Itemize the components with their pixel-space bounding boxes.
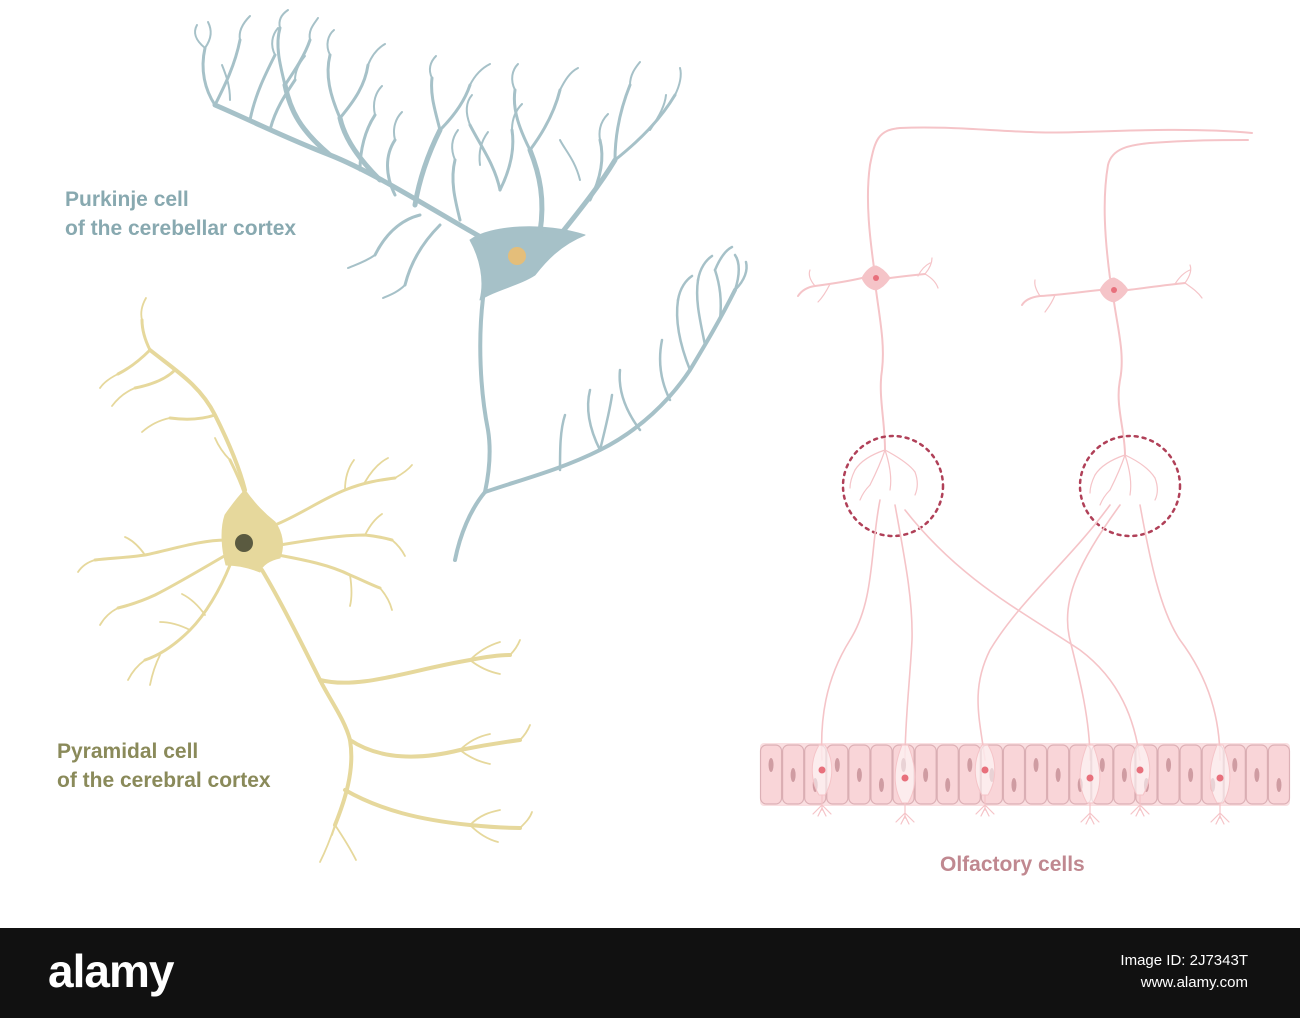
epithelial-nucleus xyxy=(878,778,884,792)
glomerulus-left-circle xyxy=(841,434,945,538)
glomerulus-right-circle xyxy=(1078,434,1182,538)
epithelial-nucleus xyxy=(1188,768,1194,782)
purkinje-label-line-2: of the cerebellar cortex xyxy=(65,217,297,240)
epithelial-nucleus xyxy=(856,768,862,782)
pyramidal-cell xyxy=(77,297,533,863)
purkinje-soma xyxy=(469,226,586,301)
olfactory-cells xyxy=(759,126,1291,825)
neuron-diagram xyxy=(77,9,1291,863)
epithelial-nucleus xyxy=(768,758,774,772)
epithelial-nucleus xyxy=(945,778,951,792)
olfactory-receptor-cell xyxy=(1209,744,1231,825)
epithelial-nucleus xyxy=(790,768,796,782)
pyramidal-label-line-2: of the cerebral cortex xyxy=(57,769,271,792)
olfactory-cells-label: Olfactory cells xyxy=(940,850,1085,879)
epithelial-nucleus xyxy=(1011,778,1017,792)
purkinje-nucleus xyxy=(508,247,526,265)
epithelial-nucleus xyxy=(967,758,973,772)
pyramidal-soma xyxy=(221,489,283,573)
image-id-block: Image ID: 2J7343T www.alamy.com xyxy=(1120,950,1248,994)
epithelial-nucleus xyxy=(1055,768,1061,782)
epithelial-nucleus xyxy=(1232,758,1238,772)
mitral-cell-left xyxy=(797,257,939,501)
alamy-logo: alamy xyxy=(48,945,174,997)
epithelial-nucleus xyxy=(1033,758,1039,772)
olfactory-label-line: Olfactory cells xyxy=(940,853,1085,876)
olfactory-receptor-cell xyxy=(894,744,916,825)
olfactory-receptor-cell xyxy=(1079,744,1101,825)
olfactory-receptor-cell xyxy=(1129,744,1151,817)
purkinje-label-line-1: Purkinje cell xyxy=(65,188,189,211)
pyramidal-cell-label: Pyramidal cell of the cerebral cortex xyxy=(57,737,271,795)
epithelial-nucleus xyxy=(1276,778,1282,792)
pyramidal-nucleus xyxy=(235,534,253,552)
epithelial-cell xyxy=(1267,744,1291,805)
epithelial-nucleus xyxy=(1099,758,1105,772)
image-id-text: Image ID: 2J7343T xyxy=(1120,952,1248,969)
olfactory-receptor-cell xyxy=(974,744,996,817)
purkinje-cell-label: Purkinje cell of the cerebellar cortex xyxy=(65,185,296,243)
epithelial-nucleus xyxy=(1121,768,1127,782)
mitral-cell-right xyxy=(1021,264,1203,506)
stock-footer-bar: alamy Image ID: 2J7343T www.alamy.com xyxy=(0,928,1300,1018)
epithelial-nucleus xyxy=(834,758,840,772)
purkinje-cell xyxy=(194,9,748,562)
epithelial-cell xyxy=(1157,744,1180,805)
epithelial-cell xyxy=(870,744,893,805)
olfactory-receptor-cell xyxy=(811,744,833,817)
epithelial-nucleus xyxy=(923,768,929,782)
epithelial-cell xyxy=(936,744,959,805)
epithelial-cell xyxy=(759,744,783,805)
epithelial-nucleus xyxy=(1166,758,1172,772)
site-url-text: www.alamy.com xyxy=(1140,974,1248,991)
epithelial-cell xyxy=(1024,744,1048,805)
pyramidal-label-line-1: Pyramidal cell xyxy=(57,740,199,763)
epithelial-cell xyxy=(1002,744,1026,805)
epithelial-nucleus xyxy=(1254,768,1260,782)
